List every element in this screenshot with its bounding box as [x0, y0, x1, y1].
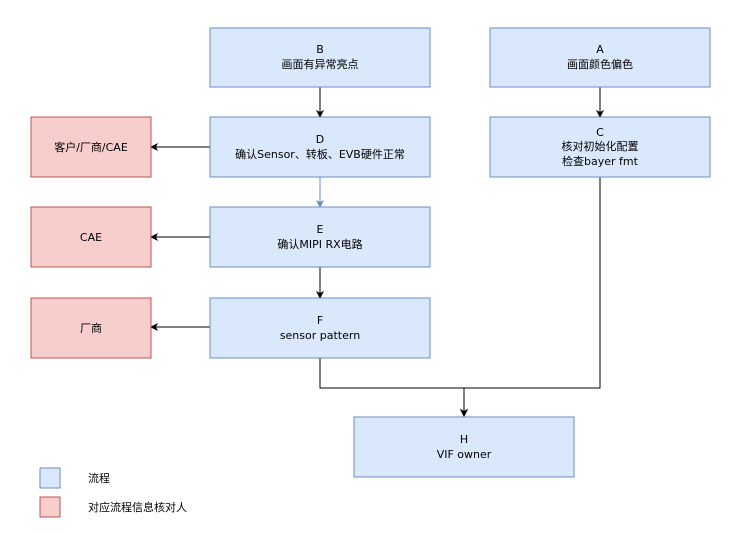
node-e: E 确认MIPI RX电路 — [209, 206, 431, 268]
node-f-id: F — [317, 314, 323, 327]
owner-d-box — [30, 116, 152, 178]
node-b-box — [209, 27, 431, 88]
node-h-label: VIF owner — [437, 448, 492, 461]
node-b: B 画面有异常亮点 — [209, 27, 431, 88]
node-e-box — [209, 206, 431, 268]
node-a-box — [489, 27, 711, 88]
node-c-label-2: 检查bayer fmt — [562, 154, 639, 168]
node-h-box — [353, 416, 575, 478]
node-d-label: 确认Sensor、转板、EVB硬件正常 — [235, 147, 405, 161]
node-b-label: 画面有异常亮点 — [282, 57, 359, 71]
node-h: H VIF owner — [353, 416, 575, 478]
legend-owner-label: 对应流程信息核对人 — [88, 500, 187, 514]
node-f: F sensor pattern — [209, 297, 431, 359]
node-c-label-1: 核对初始化配置 — [562, 139, 639, 153]
legend-process-label: 流程 — [88, 471, 110, 485]
owner-f-box — [30, 297, 152, 359]
owner-e: CAE — [30, 206, 152, 268]
node-d: D 确认Sensor、转板、EVB硬件正常 — [209, 116, 431, 178]
arrow-c-to-h — [460, 177, 601, 417]
node-d-box — [209, 116, 431, 178]
node-c-box — [489, 116, 711, 178]
owner-f-label: 厂商 — [80, 321, 102, 335]
legend-owner-swatch — [39, 496, 61, 518]
owner-e-box — [30, 206, 152, 268]
node-b-id: B — [316, 43, 324, 56]
owner-f: 厂商 — [30, 297, 152, 359]
node-f-box — [209, 297, 431, 359]
node-a-label: 画面颜色偏色 — [567, 57, 633, 71]
legend: 流程 对应流程信息核对人 — [39, 467, 187, 518]
node-c-id: C — [596, 126, 604, 139]
owner-e-label: CAE — [80, 231, 102, 244]
connectors — [150, 87, 604, 417]
node-h-id: H — [460, 433, 468, 446]
node-e-label: 确认MIPI RX电路 — [277, 238, 362, 251]
node-a: A 画面颜色偏色 — [489, 27, 711, 88]
node-a-id: A — [596, 43, 604, 56]
owner-d-label: 客户/厂商/CAE — [54, 140, 128, 154]
owner-d: 客户/厂商/CAE — [30, 116, 152, 178]
node-c: C 核对初始化配置 检查bayer fmt — [489, 116, 711, 178]
node-e-id: E — [317, 223, 324, 236]
node-d-id: D — [316, 133, 324, 146]
arrow-f-to-h — [319, 358, 468, 417]
legend-process-swatch — [39, 467, 61, 489]
node-f-label: sensor pattern — [280, 329, 360, 342]
